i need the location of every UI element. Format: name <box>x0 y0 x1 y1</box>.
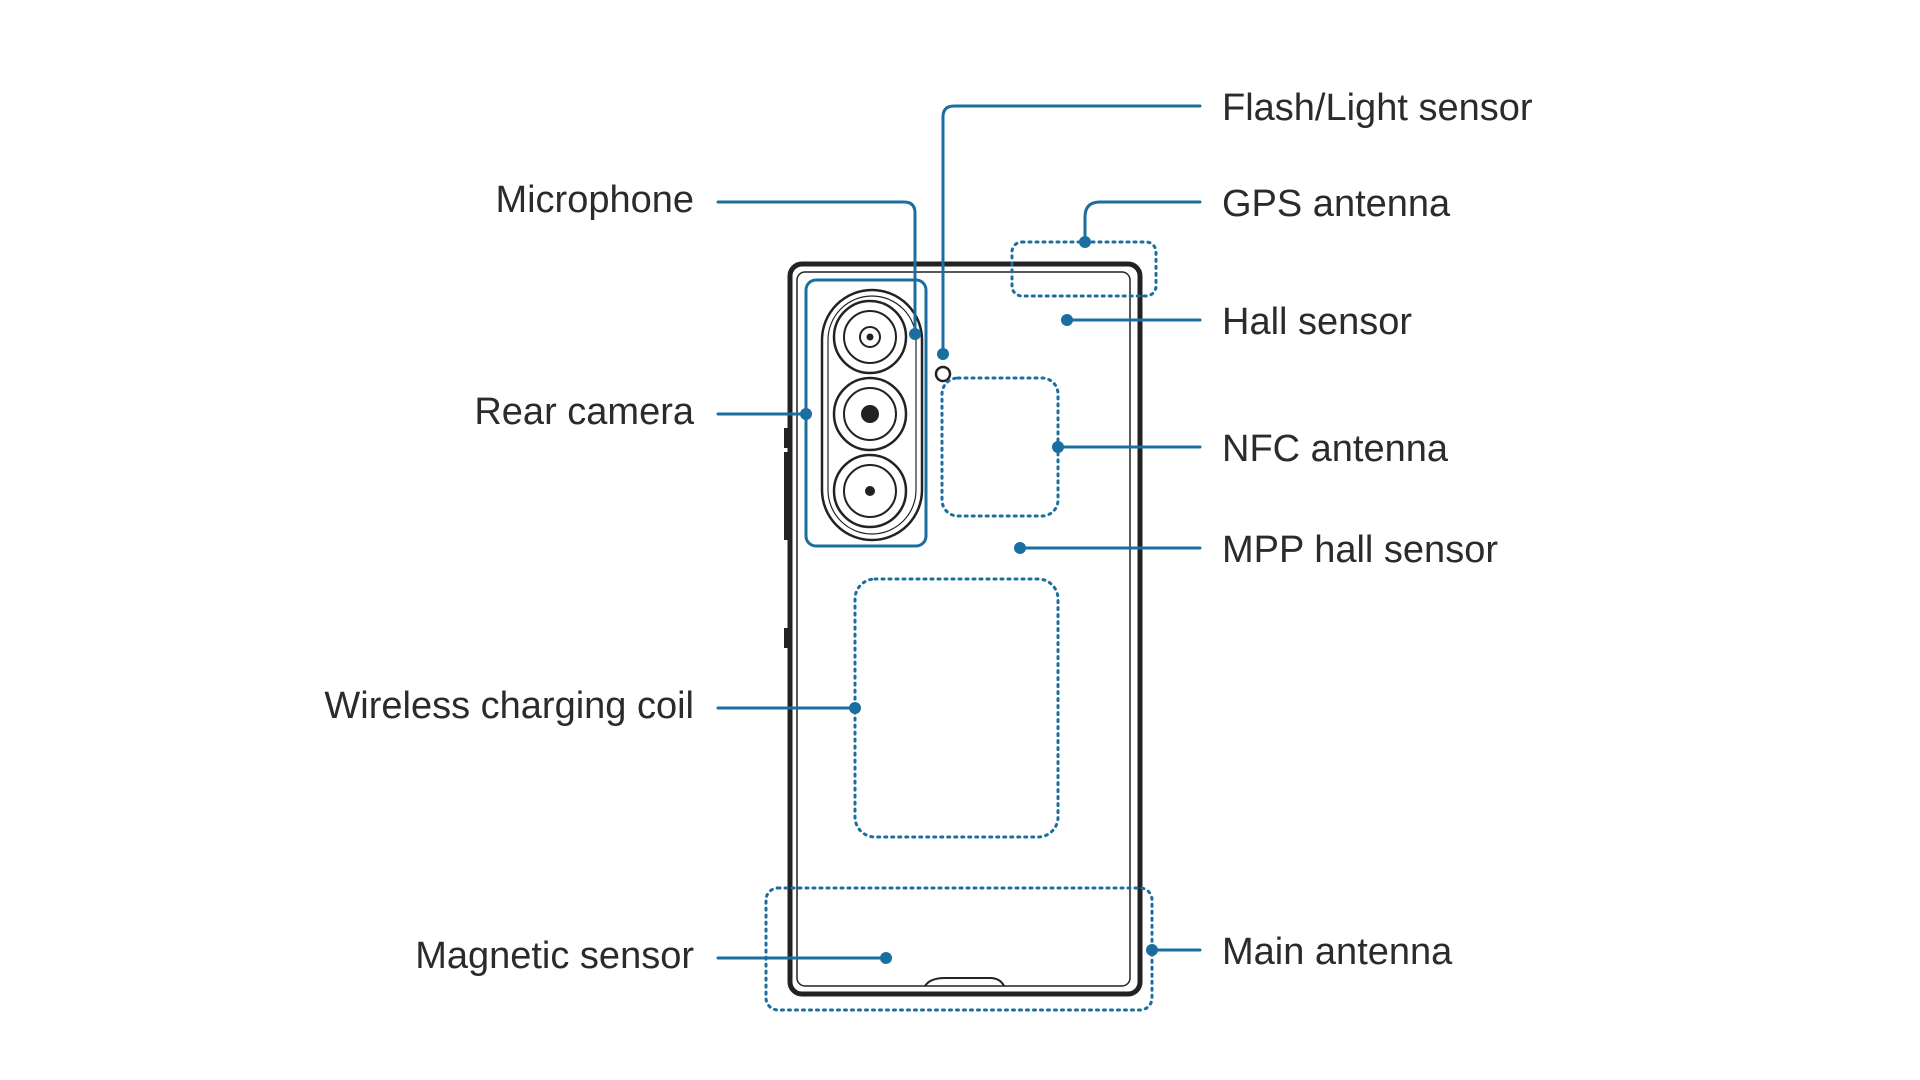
dot-nfc-antenna <box>1052 441 1064 453</box>
component-regions <box>764 240 1158 1012</box>
nfc-antenna-region <box>940 376 1060 518</box>
side-button-lower <box>784 628 790 648</box>
phone-inner-frame <box>796 271 1131 987</box>
dot-rear-camera <box>800 408 812 420</box>
camera-module <box>820 288 952 542</box>
dot-mpp-hall-sensor <box>1014 542 1026 554</box>
flash-window <box>934 365 952 383</box>
camera-lens-bottom <box>832 453 908 529</box>
leader-flash-light-sensor <box>941 104 1202 356</box>
dot-gps-antenna <box>1079 236 1091 248</box>
dot-magnetic-sensor <box>880 952 892 964</box>
camera-lens-top <box>832 299 908 375</box>
camera-bump <box>820 288 924 542</box>
dot-hall-sensor <box>1061 314 1073 326</box>
phone-body <box>784 261 1143 997</box>
label-gps-antenna: GPS antenna <box>1222 183 1451 225</box>
dot-microphone <box>909 328 921 340</box>
leaders <box>716 104 1202 964</box>
label-nfc-antenna: NFC antenna <box>1222 428 1449 470</box>
label-wireless-charging-coil: Wireless charging coil <box>324 685 694 727</box>
label-microphone: Microphone <box>495 179 694 221</box>
camera-bump-inner <box>827 295 917 535</box>
dot-flash-light-sensor <box>937 348 949 360</box>
label-magnetic-sensor: Magnetic sensor <box>415 935 694 977</box>
label-hall-sensor: Hall sensor <box>1222 301 1412 343</box>
leader-gps-antenna <box>1083 200 1202 244</box>
phone-outer-frame <box>787 261 1143 997</box>
label-main-antenna: Main antenna <box>1222 931 1453 973</box>
dot-main-antenna <box>1146 944 1158 956</box>
label-mpp-hall-sensor: MPP hall sensor <box>1222 529 1498 571</box>
leader-microphone <box>716 200 917 336</box>
side-button-upper <box>784 428 790 448</box>
labels: Flash/Light sensor GPS antenna Microphon… <box>324 87 1532 977</box>
gps-antenna-region <box>1010 240 1158 298</box>
label-flash-light-sensor: Flash/Light sensor <box>1222 87 1533 129</box>
dot-wireless-charging-coil <box>849 702 861 714</box>
label-rear-camera: Rear camera <box>474 391 694 433</box>
wireless-charging-coil-region <box>853 577 1060 839</box>
phone-bottom-notch <box>924 977 1005 987</box>
side-button-volume <box>784 452 790 540</box>
camera-lens-middle <box>832 376 908 452</box>
